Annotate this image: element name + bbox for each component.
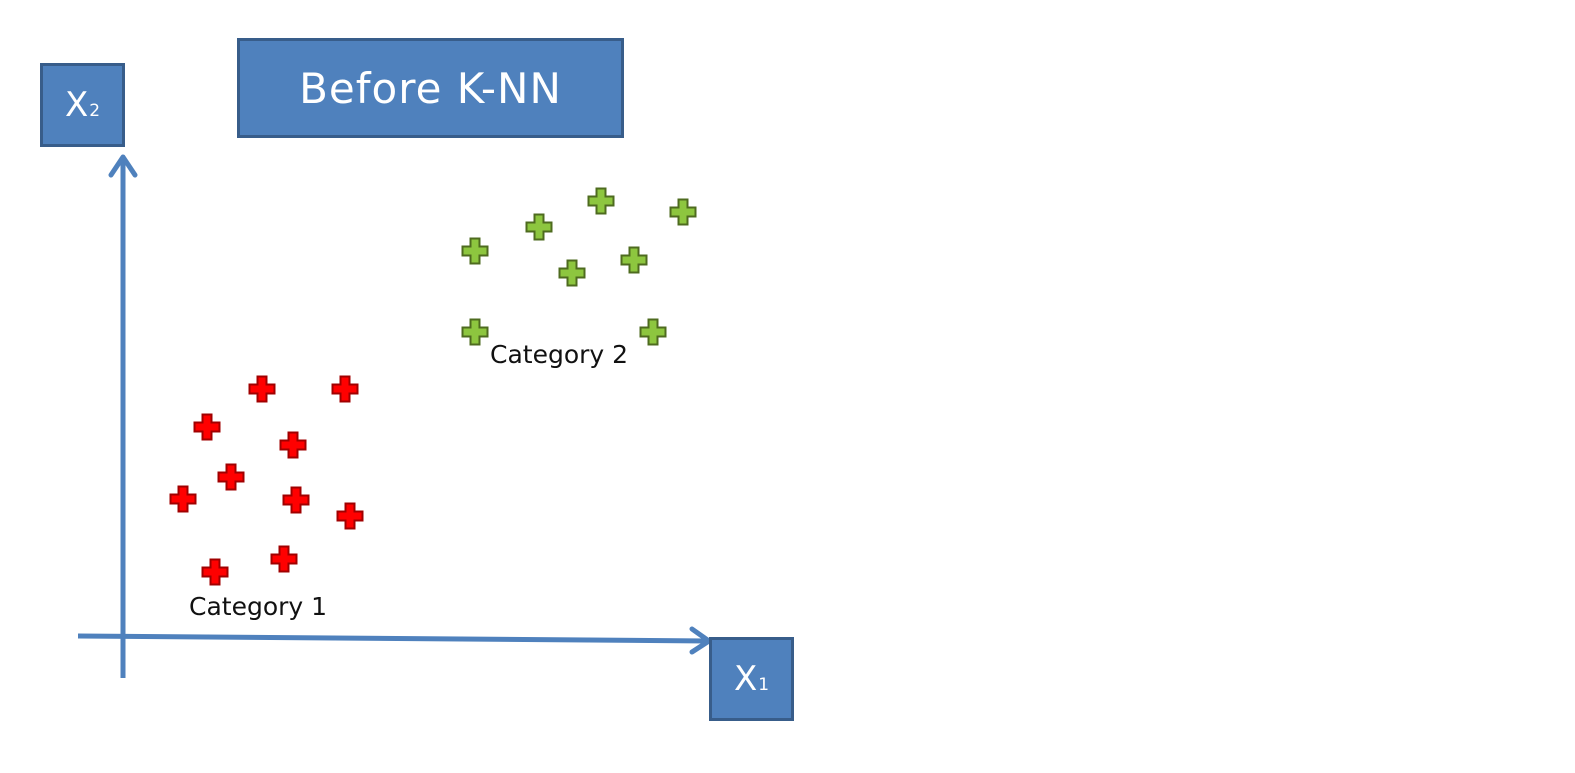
y-axis-arrowhead [108, 154, 138, 178]
category-1-point [270, 545, 298, 573]
title-banner: Before K-NN [237, 38, 624, 138]
category-1-point [193, 413, 221, 441]
category-1-point [248, 375, 276, 403]
category-1-point [169, 485, 197, 513]
category-1-point [336, 502, 364, 530]
category-1-point [217, 463, 245, 491]
x-axis-label-main: X [733, 659, 758, 699]
category-1-point [331, 375, 359, 403]
y-axis-label-main: X [64, 85, 89, 125]
category-1-point [282, 486, 310, 514]
category-2-point [587, 187, 615, 215]
category-2-point [639, 318, 667, 346]
y-axis-label-sub: 2 [89, 101, 101, 121]
points-layer [169, 187, 697, 586]
x-axis-label-sub: 1 [758, 675, 770, 695]
category-2-point [461, 318, 489, 346]
page-title: Before K-NN [299, 63, 562, 113]
category-2-point [669, 198, 697, 226]
category-1-label: Category 1 [189, 592, 328, 621]
category-2-point [620, 246, 648, 274]
category-1-point [279, 431, 307, 459]
category-2-point [525, 213, 553, 241]
category-2-label: Category 2 [490, 340, 629, 369]
x-axis-line [77, 633, 709, 644]
category-2-point [558, 259, 586, 287]
category-2-point [461, 237, 489, 265]
category-1-point [201, 558, 229, 586]
